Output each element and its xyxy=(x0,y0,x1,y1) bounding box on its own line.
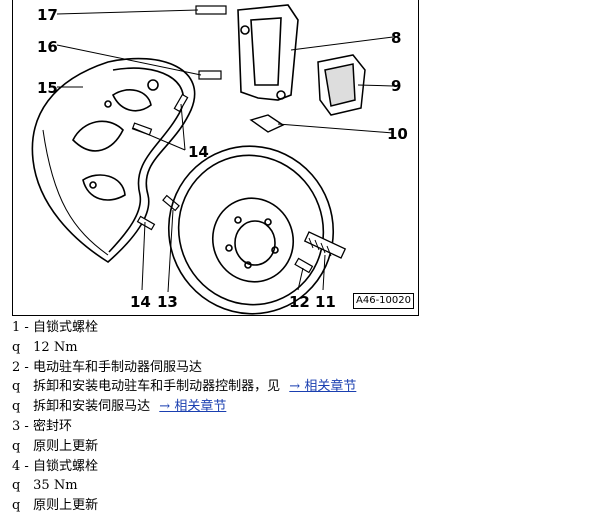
bullet-marker: q xyxy=(12,478,21,494)
detail-text: 原则上更新 xyxy=(33,438,99,454)
item-number: 2 - xyxy=(12,359,29,375)
item-text: 自锁式螺栓 xyxy=(32,320,98,335)
item-text: 密封环 xyxy=(32,418,72,434)
screws-14 xyxy=(131,93,189,231)
callout-14-bottom: 14 xyxy=(130,293,151,311)
splash-shield xyxy=(31,57,196,263)
figure-id-label: A46-10020 xyxy=(353,293,414,309)
legend-detail: q 原则上更新 xyxy=(12,437,592,457)
detail-text: 拆卸和安装伺服马达 xyxy=(33,399,151,415)
related-chapter-link[interactable]: → 相关章节 xyxy=(159,399,227,415)
item-number: 4 - xyxy=(12,458,29,474)
bullet-marker: q xyxy=(12,498,21,514)
callout-16: 16 xyxy=(37,38,58,56)
brake-disc xyxy=(167,145,335,315)
brake-pad xyxy=(317,54,366,116)
legend-detail: q 原则上更新 xyxy=(12,496,592,516)
legend-item: 4 - 自锁式螺栓 xyxy=(12,457,592,477)
callout-10: 10 xyxy=(387,125,408,143)
detail-text: 拆卸和安装电动驻车和手制动器控制器，见 xyxy=(33,379,281,395)
callout-17: 17 xyxy=(37,6,58,24)
legend-detail: q 拆卸和安装伺服马达 → 相关章节 xyxy=(12,397,592,417)
related-chapter-link[interactable]: → 相关章节 xyxy=(289,379,357,395)
bullet-marker: q xyxy=(12,339,21,355)
callout-15: 15 xyxy=(37,79,58,97)
callout-11: 11 xyxy=(315,293,336,311)
legend-detail: q 12 Nm xyxy=(12,338,592,358)
callout-8: 8 xyxy=(391,29,401,47)
exploded-view-figure: 17 16 15 14 8 9 10 14 13 12 11 A46-10020 xyxy=(12,0,419,316)
leader-lines xyxy=(56,9,394,293)
item-text: 电动驻车和手制动器伺服马达 xyxy=(32,359,202,375)
screw-12 xyxy=(294,257,314,274)
legend-detail: q 35 Nm xyxy=(12,476,592,496)
item-number: 1 - xyxy=(12,320,29,335)
legend-detail: q 拆卸和安装电动驻车和手制动器控制器，见 → 相关章节 xyxy=(12,377,592,397)
legend-item: 2 - 电动驻车和手制动器伺服马达 xyxy=(12,358,592,378)
retaining-clip xyxy=(249,114,285,133)
caliper-carrier xyxy=(237,4,299,101)
item-number: 3 - xyxy=(12,418,29,434)
bolt-11 xyxy=(303,231,347,259)
detail-text: 原则上更新 xyxy=(33,498,99,514)
bullet-marker: q xyxy=(12,438,21,454)
bullet-marker: q xyxy=(12,399,21,415)
callout-12: 12 xyxy=(289,293,310,311)
brake-assembly-drawing: 17 16 15 14 8 9 10 14 13 12 11 xyxy=(31,4,408,315)
bolts-16-17 xyxy=(195,5,227,80)
callout-14-top: 14 xyxy=(188,143,209,161)
callout-9: 9 xyxy=(391,77,401,95)
callout-13: 13 xyxy=(157,293,178,311)
detail-text: 12 Nm xyxy=(33,339,78,355)
detail-text: 35 Nm xyxy=(33,478,78,494)
bullet-marker: q xyxy=(12,379,21,395)
legend-item: 3 - 密封环 xyxy=(12,417,592,437)
item-text: 自锁式螺栓 xyxy=(32,458,98,474)
parts-legend: 1 - 自锁式螺栓 q 12 Nm 2 - 电动驻车和手制动器伺服马达 q 拆卸… xyxy=(12,318,592,516)
legend-item: 1 - 自锁式螺栓 xyxy=(12,318,592,338)
